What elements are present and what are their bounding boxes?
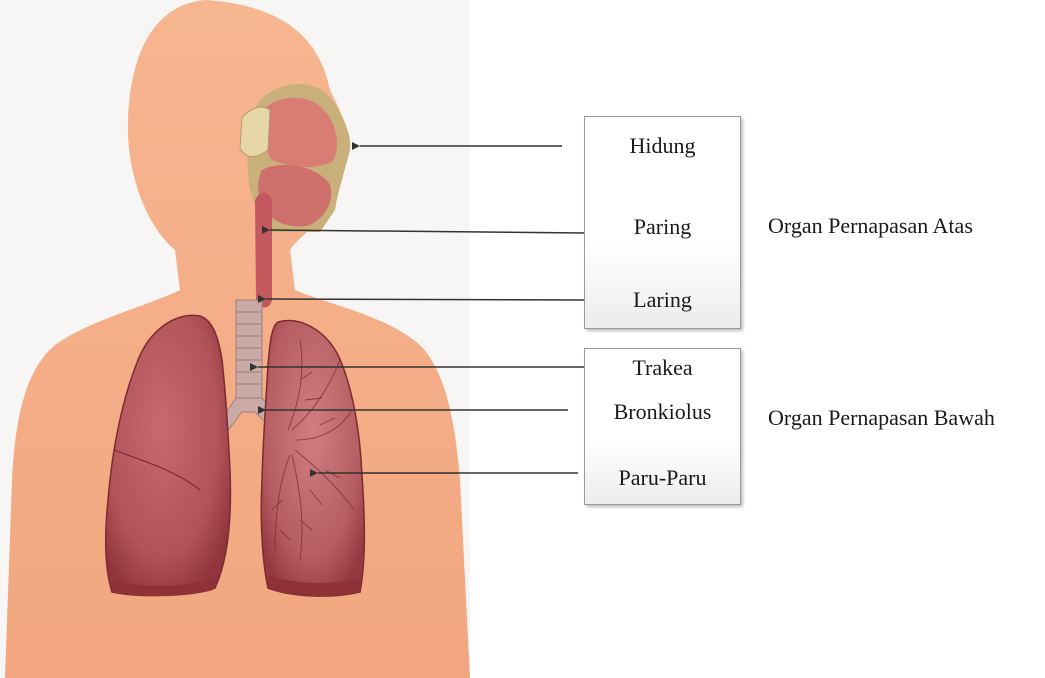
- arrow-laring: [266, 299, 584, 300]
- label-paring: Paring: [585, 214, 740, 240]
- upper-organ-box: Hidung Paring Laring: [584, 116, 741, 329]
- pharynx-larynx: [255, 193, 272, 308]
- group-title-lower: Organ Pernapasan Bawah: [768, 405, 995, 431]
- label-trakea: Trakea: [585, 355, 740, 381]
- label-bronkiolus: Bronkiolus: [585, 399, 740, 425]
- group-title-upper: Organ Pernapasan Atas: [768, 213, 973, 239]
- label-laring: Laring: [585, 287, 740, 313]
- lower-organ-box: Trakea Bronkiolus Paru-Paru: [584, 348, 741, 505]
- head-bone: [240, 107, 270, 156]
- label-paru-paru: Paru-Paru: [585, 465, 740, 491]
- trachea: [236, 300, 262, 400]
- label-hidung: Hidung: [585, 133, 740, 159]
